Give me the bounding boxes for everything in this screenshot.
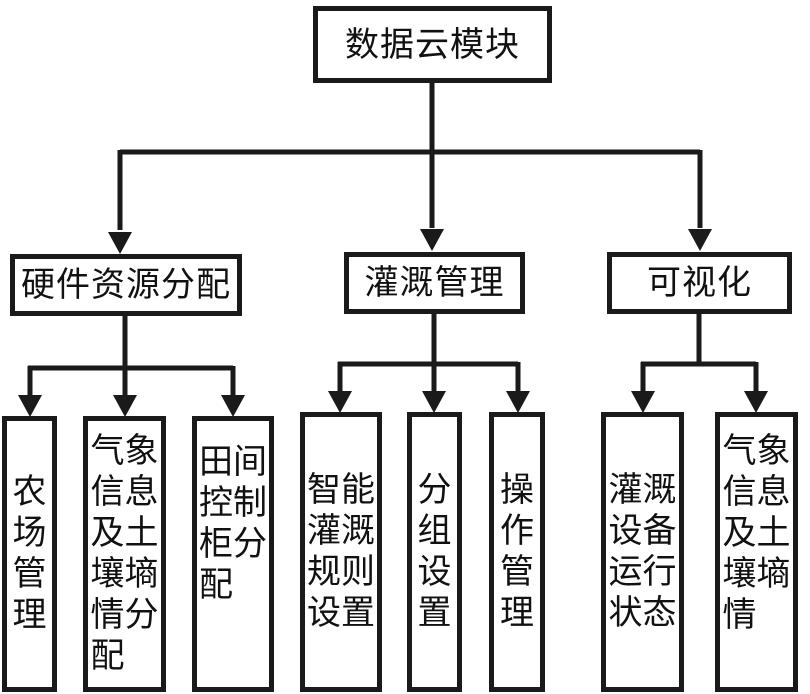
node-label: 可视化 (647, 263, 752, 303)
arrow-head (631, 391, 655, 413)
node-label: 操作管理 (500, 470, 534, 633)
node-visualization: 可视化 (607, 252, 792, 314)
arrow-head (221, 395, 245, 417)
arrow-head (420, 229, 444, 251)
node-weather-soil-info: 气象信息及土壤墒情 (715, 412, 798, 692)
node-label: 灌溉管理 (364, 263, 505, 303)
arrow-head (113, 395, 137, 417)
node-irrigation-management: 灌溉管理 (344, 252, 525, 314)
node-label: 气象信息及土壤墒情分配 (90, 431, 159, 676)
arrow-head (744, 391, 768, 413)
arrow-head (422, 391, 446, 413)
node-field-cabinet-allocation: 田间控制柜分配 (192, 416, 274, 692)
node-equipment-status: 灌溉设备运行状态 (601, 412, 684, 692)
root-node: 数据云模块 (313, 6, 552, 83)
root-label: 数据云模块 (345, 24, 520, 65)
node-group-settings: 分组设置 (407, 412, 462, 692)
node-label: 智能灌溉规则设置 (307, 470, 375, 633)
node-label: 气象信息及土壤墒情 (722, 431, 791, 635)
node-label: 农场管理 (12, 472, 47, 635)
arrow-head (688, 229, 712, 251)
arrow-head (328, 391, 352, 413)
arrow-head (506, 391, 530, 413)
node-weather-soil-allocation: 气象信息及土壤墒情分配 (83, 416, 166, 692)
node-farm-management: 农场管理 (2, 416, 57, 692)
node-hardware-allocation: 硬件资源分配 (10, 254, 242, 316)
node-label: 灌溉设备运行状态 (608, 470, 677, 633)
node-operation-management: 操作管理 (489, 412, 545, 692)
arrow-head (108, 232, 132, 254)
node-label: 分组设置 (417, 470, 452, 633)
arrow-head (18, 395, 42, 417)
node-smart-irrigation-rules: 智能灌溉规则设置 (300, 412, 382, 692)
node-label: 硬件资源分配 (21, 265, 231, 305)
node-label: 田间控制柜分配 (199, 442, 267, 605)
